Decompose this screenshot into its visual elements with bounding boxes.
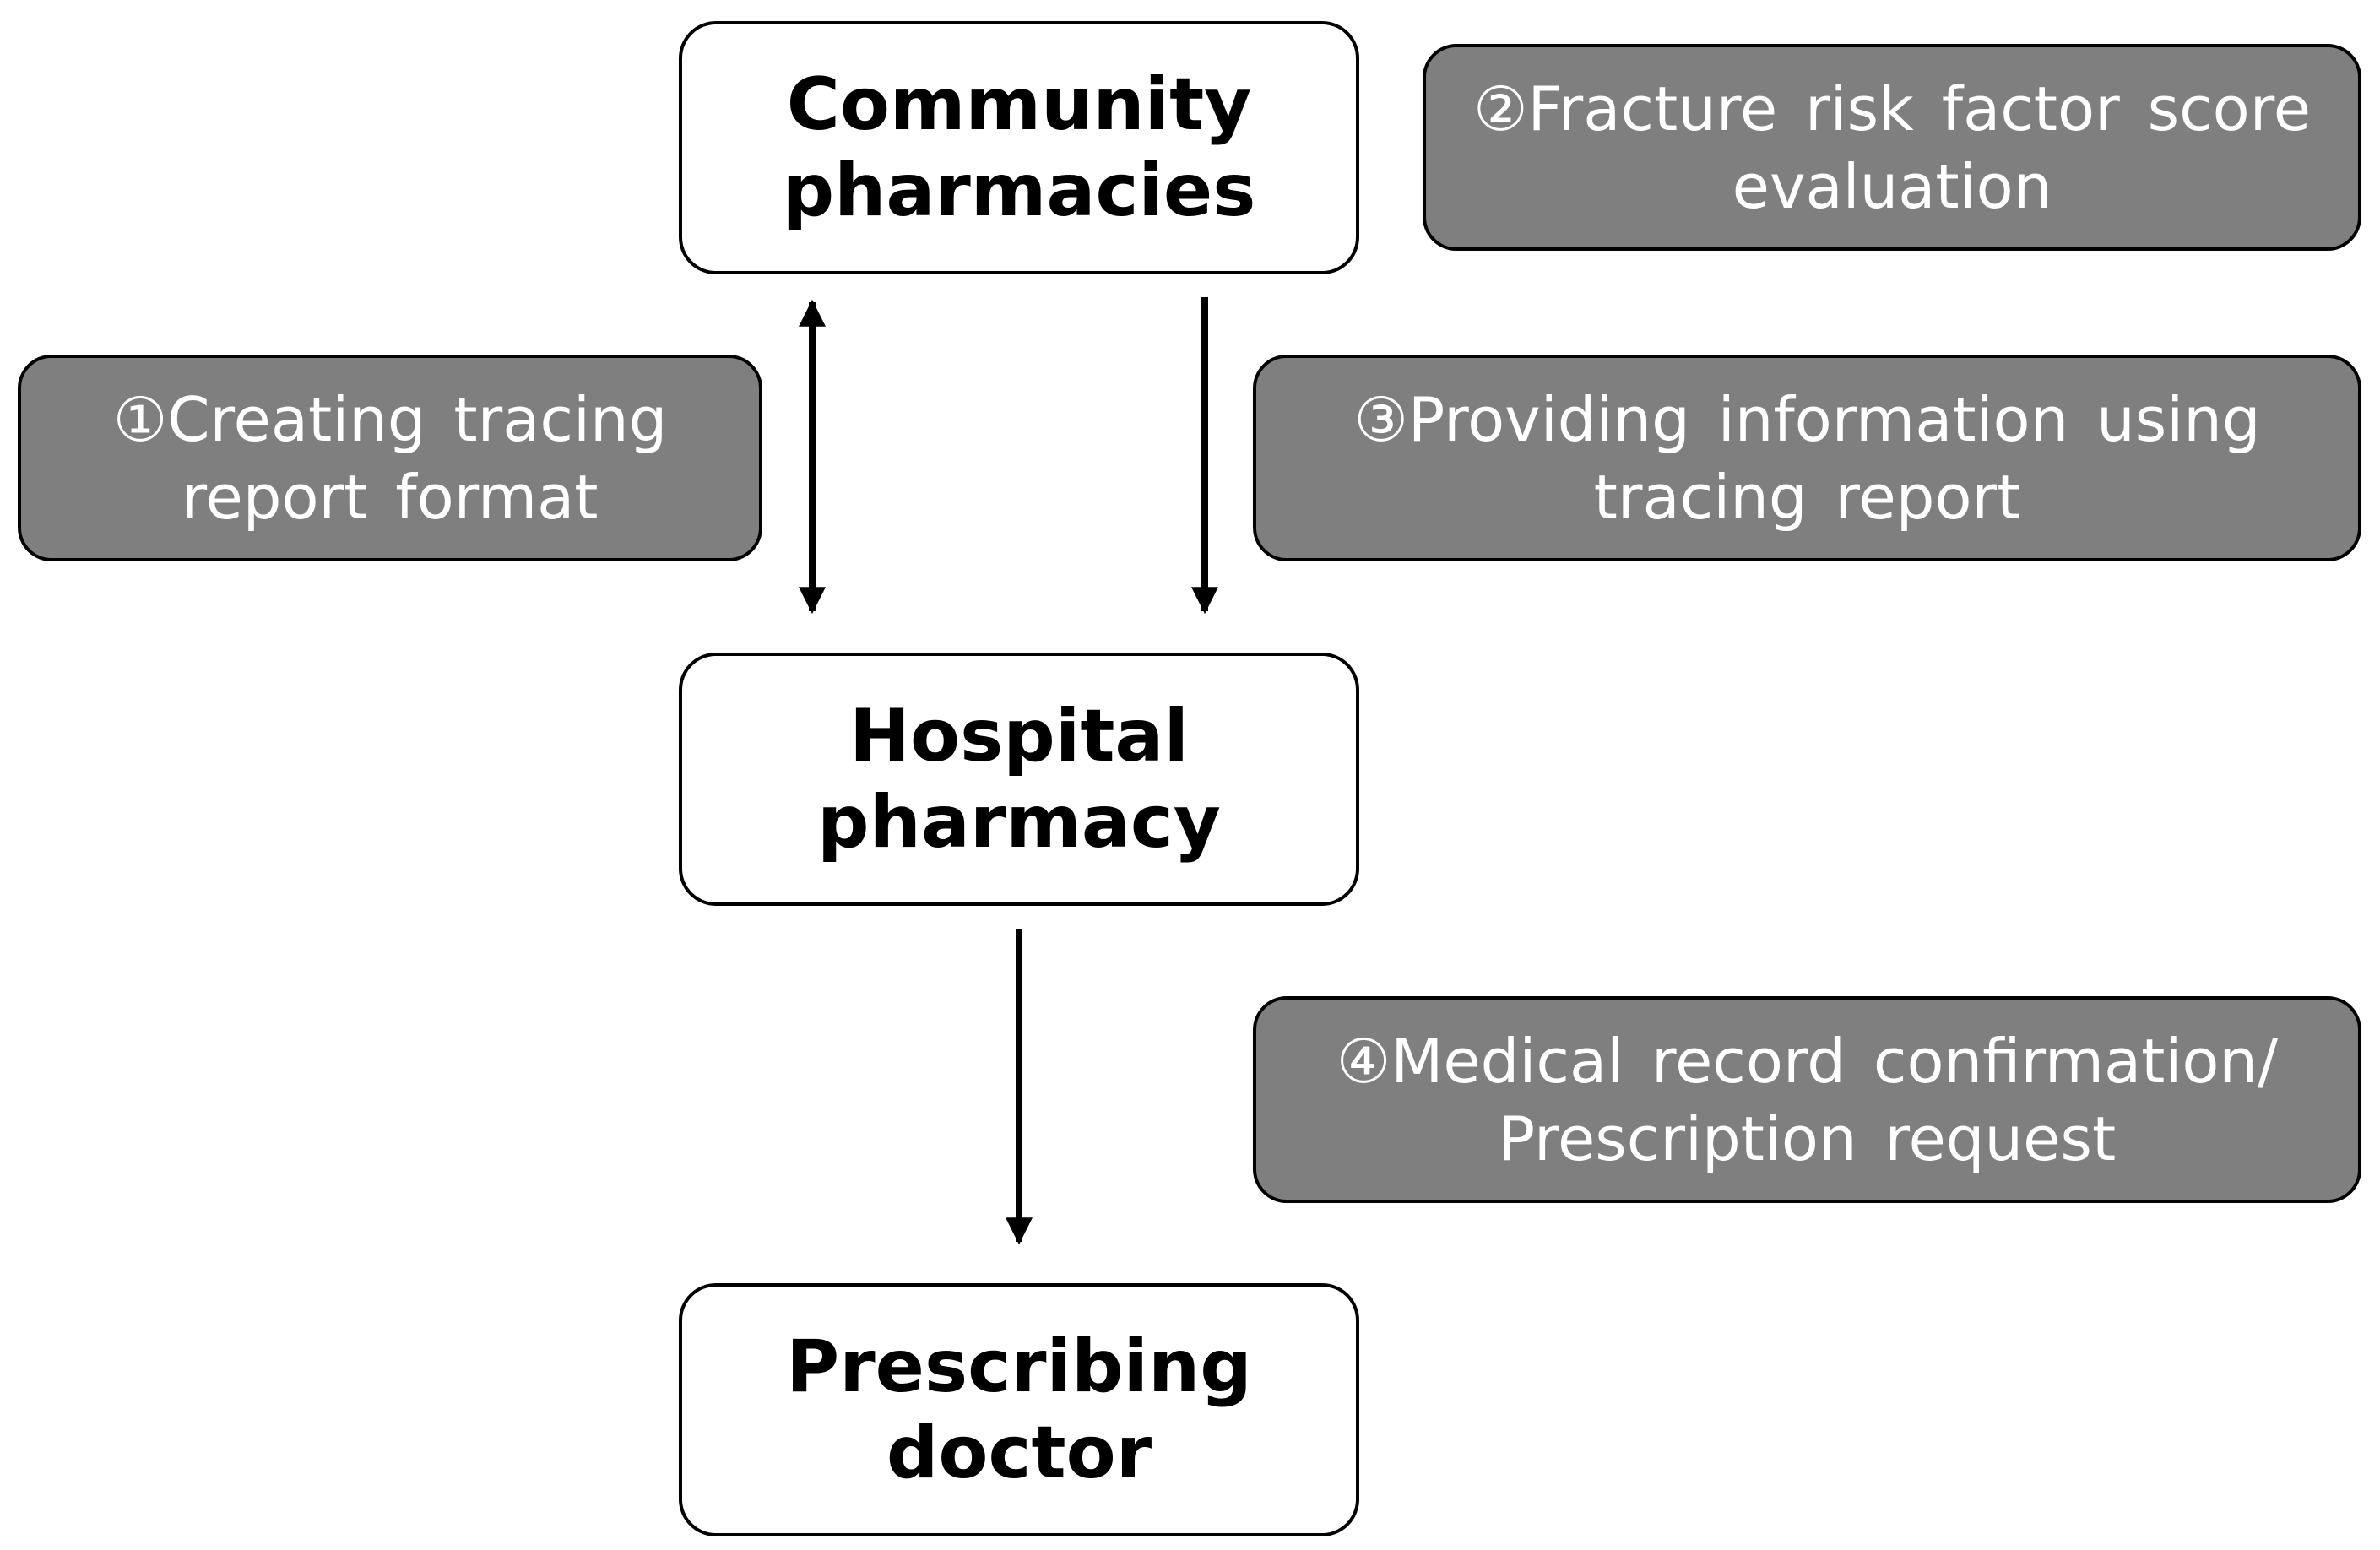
step-4-box: ④Medical record confirmation/ Prescripti… (1253, 996, 2361, 1203)
step-2-box: ②Fracture risk factor score evaluation (1423, 44, 2361, 251)
step-3-box: ③Providing information using tracing rep… (1253, 355, 2361, 561)
step-1-label: ①Creating tracing report format (112, 383, 668, 533)
step-4-label: ④Medical record confirmation/ Prescripti… (1336, 1025, 2279, 1174)
step-3-label: ③Providing information using tracing rep… (1353, 383, 2261, 533)
prescribing-doctor-node: Prescribing doctor (679, 1283, 1359, 1536)
community-pharmacies-node: Community pharmacies (679, 21, 1359, 274)
hospital-pharmacy-label: Hospital pharmacy (817, 694, 1221, 864)
step-2-label: ②Fracture risk factor score evaluation (1472, 73, 2312, 222)
community-pharmacies-label: Community pharmacies (782, 62, 1256, 233)
prescribing-doctor-label: Prescribing doctor (786, 1325, 1252, 1495)
step-1-box: ①Creating tracing report format (18, 355, 762, 561)
hospital-pharmacy-node: Hospital pharmacy (679, 653, 1359, 906)
